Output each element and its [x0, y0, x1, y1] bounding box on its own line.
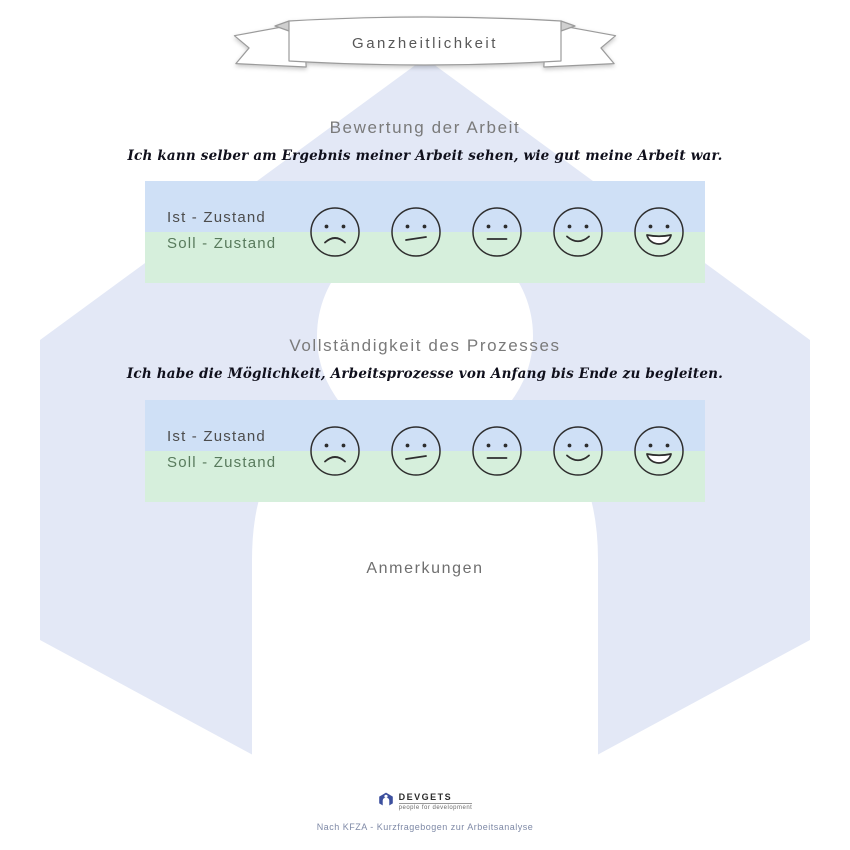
section-1-rating-band: Ist - Zustand Soll - Zustand: [145, 181, 705, 283]
smiley-very-sad-icon[interactable]: [309, 206, 361, 258]
page-title: Ganzheitlichkeit: [352, 35, 498, 52]
ist-row-label: Ist - Zustand: [167, 209, 266, 226]
section-2-subtitle: Ich habe die Möglichkeit, Arbeitsprozess…: [126, 366, 724, 382]
smiley-scale: [295, 400, 699, 502]
soll-row-background: [145, 451, 705, 502]
ist-row-label: Ist - Zustand: [167, 428, 266, 445]
attribution-text: Nach KFZA - Kurzfragebogen zur Arbeitsan…: [316, 822, 534, 832]
soll-row-label: Soll - Zustand: [167, 235, 277, 252]
title-banner: Ganzheitlichkeit: [205, 8, 645, 78]
brand-tagline: people for development: [398, 805, 473, 811]
section-1-subtitle: Ich kann selber am Ergebnis meiner Arbei…: [127, 148, 723, 164]
section-2-heading: Vollständigkeit des Prozesses: [289, 336, 561, 355]
smiley-very-happy-icon[interactable]: [633, 206, 685, 258]
smiley-neutral-icon[interactable]: [471, 206, 523, 258]
smiley-neutral-icon[interactable]: [471, 425, 523, 477]
smiley-sad-icon[interactable]: [390, 206, 442, 258]
brand-block: DEVGETS people for development: [0, 792, 850, 811]
company-logo-icon: [378, 792, 394, 808]
brand-name: DEVGETS: [398, 792, 473, 804]
smiley-very-happy-icon[interactable]: [633, 425, 685, 477]
section-2-rating-band: Ist - Zustand Soll - Zustand: [145, 400, 705, 502]
smiley-scale: [295, 181, 699, 283]
section-1-heading: Bewertung der Arbeit: [329, 118, 521, 137]
notes-heading: Anmerkungen: [366, 560, 484, 577]
ist-row-background: [145, 400, 705, 451]
smiley-very-sad-icon[interactable]: [309, 425, 361, 477]
ribbon-icon: [233, 16, 617, 68]
soll-row-background: [145, 232, 705, 283]
smiley-happy-icon[interactable]: [552, 206, 604, 258]
ist-row-background: [145, 181, 705, 232]
smiley-sad-icon[interactable]: [390, 425, 442, 477]
soll-row-label: Soll - Zustand: [167, 454, 277, 471]
smiley-happy-icon[interactable]: [552, 425, 604, 477]
